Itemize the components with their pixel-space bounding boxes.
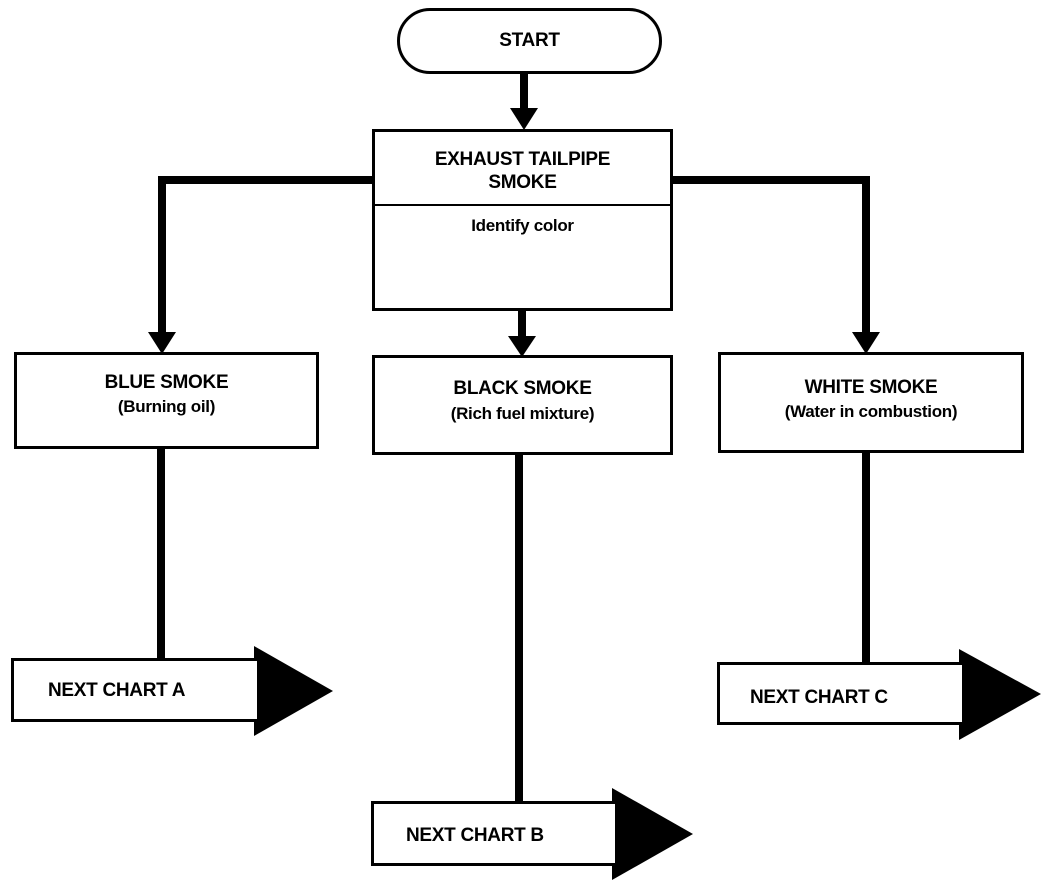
arrowhead-down-black xyxy=(508,336,536,357)
next-chart-a-arrow xyxy=(254,646,333,736)
next-chart-c-arrow xyxy=(959,649,1041,740)
white-smoke-box: WHITE SMOKE (Water in combustion) xyxy=(718,352,1024,453)
black-smoke-subtitle: (Rich fuel mixture) xyxy=(450,404,595,423)
next-chart-c-box xyxy=(717,662,962,725)
white-smoke-title: WHITE SMOKE xyxy=(804,377,938,398)
connector-exhaust-white xyxy=(672,176,870,335)
exhaust-title-line1: EXHAUST TAILPIPE xyxy=(434,149,611,170)
next-chart-b-arrow xyxy=(612,788,693,880)
exhaust-title-line2: SMOKE xyxy=(488,172,557,193)
exhaust-instruction: Identify color xyxy=(471,216,574,235)
white-smoke-subtitle: (Water in combustion) xyxy=(784,402,958,421)
start-terminator: START xyxy=(397,8,662,74)
next-chart-b-box xyxy=(371,801,615,866)
exhaust-smoke-box: EXHAUST TAILPIPE SMOKE Identify color xyxy=(372,129,673,311)
exhaust-divider xyxy=(375,204,670,206)
black-smoke-box: BLACK SMOKE (Rich fuel mixture) xyxy=(372,355,673,455)
black-smoke-title: BLACK SMOKE xyxy=(453,378,592,399)
arrowhead-down-exhaust xyxy=(510,108,538,130)
arrowhead-down-white xyxy=(852,332,880,354)
blue-smoke-subtitle: (Burning oil) xyxy=(117,397,216,416)
next-chart-b-label: NEXT CHART B xyxy=(406,825,544,846)
next-chart-c-label: NEXT CHART C xyxy=(750,687,888,708)
start-label: START xyxy=(499,30,560,51)
next-chart-a-label: NEXT CHART A xyxy=(48,680,186,701)
arrowhead-down-blue xyxy=(148,332,176,354)
blue-smoke-title: BLUE SMOKE xyxy=(104,372,229,393)
blue-smoke-box: BLUE SMOKE (Burning oil) xyxy=(14,352,319,449)
connector-exhaust-blue xyxy=(158,176,372,335)
next-chart-a-box xyxy=(11,658,257,722)
